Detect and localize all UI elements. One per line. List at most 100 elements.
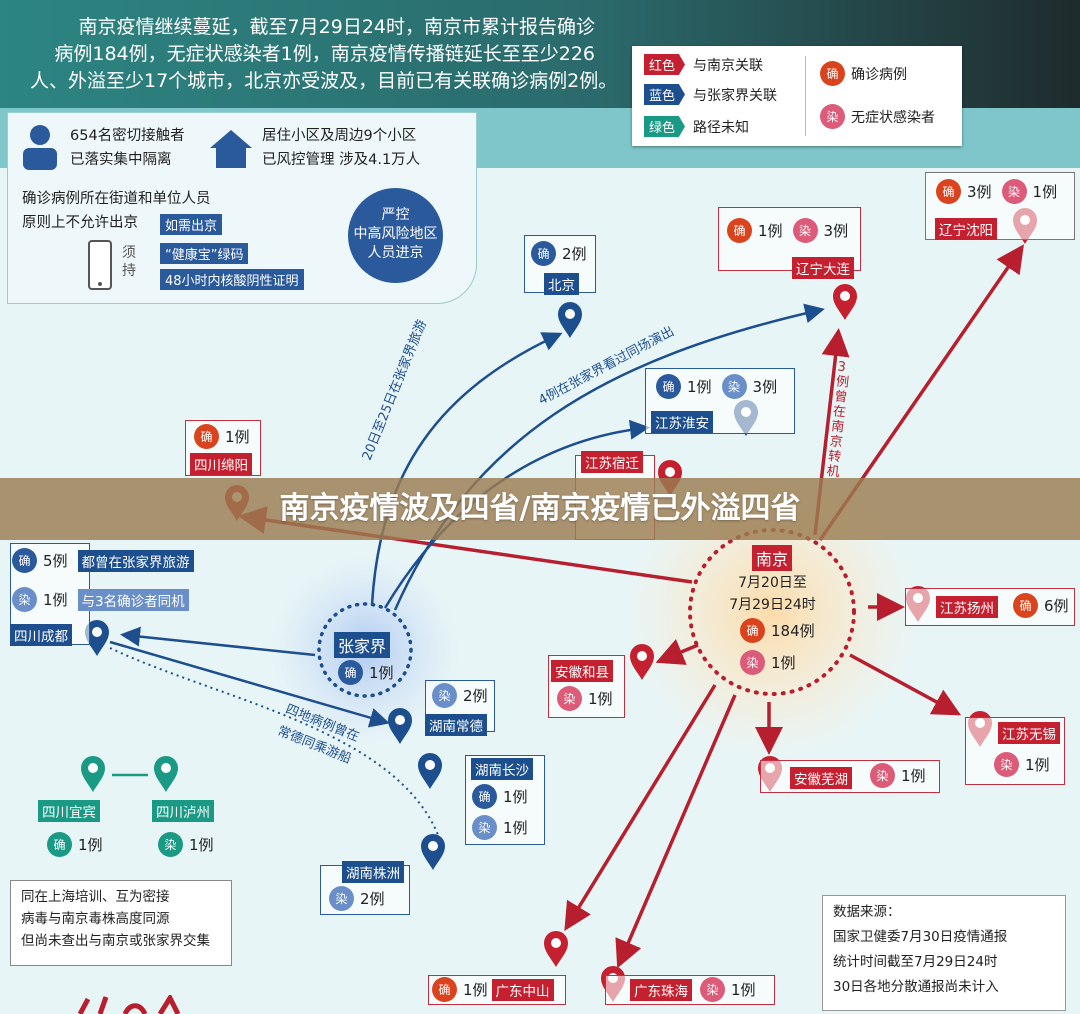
asymptomatic-icon: 染 xyxy=(329,886,354,911)
confirmed-icon: 确 xyxy=(1013,593,1038,618)
source-line-3: 30日各地分散通报尚未计入 xyxy=(833,979,999,995)
route-boat-dotted xyxy=(109,647,441,841)
city-label-wuhu: 安徽芜湖 xyxy=(790,767,852,789)
zhangjiajie-confirmed: 1例 xyxy=(369,664,394,682)
city-label-chengdu: 四川成都 xyxy=(10,624,72,646)
huaian-confirmed: 1例 xyxy=(687,378,712,396)
city-label-beijing: 北京 xyxy=(544,273,579,295)
asymptomatic-icon: 染 xyxy=(432,683,457,708)
health-code-tag: “健康宝”绿码 xyxy=(160,243,249,264)
route-nanjing-zhuhai xyxy=(615,694,737,969)
asymptomatic-icon: 染 xyxy=(870,763,895,788)
hexian-asym: 1例 xyxy=(588,690,613,708)
asymptomatic-icon: 染 xyxy=(700,977,725,1002)
chengdu-asym-note: 与3名确诊者同机 xyxy=(77,588,189,611)
legend-blue-text: 与张家界关联 xyxy=(693,87,778,104)
map-pin-chengdu-icon xyxy=(85,620,109,656)
confirmed-icon: 确 xyxy=(740,618,765,643)
confirmed-icon: 确 xyxy=(12,548,37,573)
shenyang-asym: 1例 xyxy=(1032,183,1058,201)
city-box-huaian: 确 1例染 3例 xyxy=(645,368,795,434)
city-label-yangzhou: 江苏扬州 xyxy=(936,596,998,618)
confirmed-icon: 确 xyxy=(472,784,497,809)
city-label-yibin: 四川宜宾 xyxy=(38,800,100,822)
legend-divider xyxy=(805,56,806,136)
map-pin-changsha-hole xyxy=(425,760,435,770)
confirmed-icon: 确 xyxy=(47,832,72,857)
note-line-3: 但尚未查出与南京或张家界交集 xyxy=(21,933,210,949)
house-icon xyxy=(210,130,252,168)
confirmed-icon: 确 xyxy=(820,61,845,86)
must-hold-label: 须持 xyxy=(122,245,136,279)
nucleic-test-tag: 48小时内核酸阴性证明 xyxy=(160,269,304,290)
map-pin-yibin-hole xyxy=(88,763,98,773)
source-line-1: 国家卫健委7月30日疫情通报 xyxy=(833,929,1008,945)
newspaper-logo xyxy=(77,995,181,1014)
city-label-suqian: 江苏宿迁 xyxy=(581,451,643,473)
luzhou-asym: 1例 xyxy=(189,836,214,854)
route-nanjing-zhongshan xyxy=(564,684,717,931)
legend: 红色与南京关联 蓝色与张家界关联 绿色路径未知 确确诊病例 染无症状感染者 xyxy=(632,46,962,146)
city-label-zhuhai: 广东珠海 xyxy=(630,978,692,1001)
source-title: 数据来源： xyxy=(833,904,901,920)
city-label-dalian: 辽宁大连 xyxy=(792,257,854,279)
asymptomatic-icon: 染 xyxy=(158,832,183,857)
asymptomatic-icon: 染 xyxy=(472,815,497,840)
wuxi-asym: 1例 xyxy=(1025,756,1050,774)
confirmed-icon: 确 xyxy=(936,179,961,204)
legend-red-tag: 红色 xyxy=(644,54,686,75)
legend-green-text: 路径未知 xyxy=(693,119,750,136)
nanjing-asym: 1例 xyxy=(771,654,796,672)
yangzhou-confirmed: 6例 xyxy=(1044,597,1069,615)
note-line-1: 同在上海培训、互为密接 xyxy=(21,889,170,905)
title-banner: 南京疫情波及四省/南京疫情已外溢四省 xyxy=(0,478,1080,540)
city-label-changde: 湖南常德 xyxy=(425,714,487,736)
confirmed-icon: 确 xyxy=(727,218,752,243)
asymptomatic-icon: 染 xyxy=(820,104,845,129)
nanjing-dates: 7月20日至 7月29日24时 xyxy=(700,572,845,616)
yibin-luzhou-note: 同在上海培训、互为密接 病毒与南京毒株高度同源 但尚未查出与南京或张家界交集 xyxy=(10,880,232,966)
confirmed-icon: 确 xyxy=(194,424,219,449)
contacts-line-2: 已落实集中隔离 xyxy=(70,152,172,168)
confirmed-icon: 确 xyxy=(656,374,681,399)
beijing-confirmed: 2例 xyxy=(562,245,587,263)
legend-green-tag: 绿色 xyxy=(644,116,686,137)
asymptomatic-icon: 染 xyxy=(792,218,818,243)
yibin-confirmed: 1例 xyxy=(78,836,103,854)
map-pin-zhuzhou-hole xyxy=(428,841,438,851)
strict-line-2: 中高风险地区 xyxy=(353,226,438,242)
route-nanjing-wuxi xyxy=(849,653,962,716)
shenyang-confirmed: 3例 xyxy=(967,183,992,201)
huaian-asym: 3例 xyxy=(752,378,778,396)
city-label-mianyang: 四川绵阳 xyxy=(190,453,252,475)
route-zjj-chengdu xyxy=(120,626,316,657)
map-pin-zhongshan-hole xyxy=(551,938,561,948)
nanjing-date-start: 7月20日至 xyxy=(738,575,807,591)
asymptomatic-icon: 染 xyxy=(740,650,765,675)
wuhu-asym: 1例 xyxy=(901,767,926,785)
city-label-hexian: 安徽和县 xyxy=(551,660,613,682)
confirmed-icon: 确 xyxy=(338,660,363,685)
zhuzhou-asym: 2例 xyxy=(360,890,385,908)
asymptomatic-icon: 染 xyxy=(12,587,37,612)
nanjing-confirmed: 184例 xyxy=(771,622,815,640)
route-chengdu-changde xyxy=(109,640,390,728)
map-pin-zhongshan-icon xyxy=(544,931,568,967)
route-nanjing-hexian xyxy=(655,639,699,665)
map-pin-suqian-hole xyxy=(665,467,675,477)
nanjing-date-end: 7月29日24时 xyxy=(729,597,816,613)
community-line-1: 居住小区及周边9个小区 xyxy=(262,128,417,144)
chengdu-asym: 1例 xyxy=(43,591,68,609)
map-pin-dalian-icon xyxy=(833,284,857,320)
zhuhai-asym: 1例 xyxy=(731,981,756,999)
dalian-confirmed: 1例 xyxy=(758,222,783,240)
city-label-huaian: 江苏淮安 xyxy=(651,411,713,433)
chengdu-confirmed-note: 都曾在张家界旅游 xyxy=(77,549,194,572)
changsha-confirmed: 1例 xyxy=(503,788,528,806)
map-pin-beijing-hole xyxy=(565,309,575,319)
changde-asym: 2例 xyxy=(463,687,488,705)
asymptomatic-icon: 染 xyxy=(721,374,747,399)
confirmed-icon: 确 xyxy=(432,977,457,1002)
phone-icon xyxy=(88,240,112,290)
